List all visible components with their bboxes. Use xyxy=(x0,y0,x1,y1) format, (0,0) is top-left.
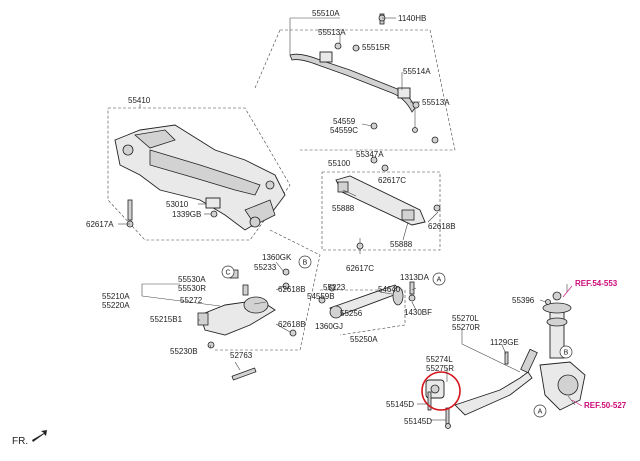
svg-text:A: A xyxy=(538,409,543,416)
label-55210A: 55210A xyxy=(102,292,130,301)
spring-seat xyxy=(243,296,269,314)
label-55347A: 55347A xyxy=(356,150,384,159)
label-54640: 54640 xyxy=(378,285,401,294)
label-55270R: 55270R xyxy=(452,323,480,332)
label-55223: 55223 xyxy=(323,283,346,292)
crossmember-group xyxy=(107,107,291,241)
label-1129GE: 1129GE xyxy=(490,338,519,347)
label-53010: 53010 xyxy=(166,200,189,209)
stabilizer-link xyxy=(412,127,418,133)
trailing-arm xyxy=(454,371,533,416)
label-55100: 55100 xyxy=(328,159,351,168)
label-54559: 54559 xyxy=(333,117,356,126)
label-55220A: 55220A xyxy=(102,301,130,310)
front-arrow-icon xyxy=(32,430,47,442)
ref-circle-c: C xyxy=(221,265,235,279)
ref-54-553: REF.54-553 xyxy=(575,279,618,288)
label-55510A: 55510A xyxy=(312,9,340,18)
label-55888-a: 55888 xyxy=(332,204,355,213)
upper-arm-group xyxy=(321,156,441,254)
label-55274L: 55274L xyxy=(426,355,453,364)
svg-text:B: B xyxy=(564,350,569,357)
label-55513A-mid: 55513A xyxy=(422,98,450,107)
label-62618B-a: 62618B xyxy=(278,285,306,294)
front-direction-indicator: FR. xyxy=(12,430,47,447)
ref-circle-a-2: A xyxy=(533,404,547,418)
label-55888-b: 55888 xyxy=(390,240,413,249)
label-55410: 55410 xyxy=(128,96,151,105)
label-55233: 55233 xyxy=(254,263,277,272)
ref-50-527: REF.50-527 xyxy=(584,401,627,410)
ref-circle-b-2: B xyxy=(559,345,573,359)
label-55230B: 55230B xyxy=(170,347,198,356)
stabilizer-bar xyxy=(289,53,416,113)
label-62617C-mid: 62617C xyxy=(346,264,374,273)
lower-arm-group xyxy=(197,229,321,381)
label-62618B-b: 62618B xyxy=(278,320,306,329)
carrier-group xyxy=(425,291,586,429)
label-1360GJ: 1360GJ xyxy=(315,322,343,331)
label-55250A: 55250A xyxy=(350,335,378,344)
label-55530A: 55530A xyxy=(178,275,206,284)
label-55515R: 55515R xyxy=(362,43,390,52)
label-1140HB: 1140HB xyxy=(398,14,426,23)
label-1360GK: 1360GK xyxy=(262,253,292,262)
ref-circle-a-1: A xyxy=(432,272,446,286)
label-52763: 52763 xyxy=(230,351,253,360)
label-55256: 55256 xyxy=(340,309,363,318)
label-55272: 55272 xyxy=(180,296,203,305)
front-label: FR. xyxy=(12,436,28,447)
label-1339GB: 1339GB xyxy=(172,210,201,219)
highlight-circle xyxy=(421,371,461,411)
label-62617C-top: 62617C xyxy=(378,176,406,185)
svg-text:A: A xyxy=(437,277,442,284)
label-1430BF: 1430BF xyxy=(404,308,432,317)
label-55215B1: 55215B1 xyxy=(150,315,183,324)
label-62617A: 62617A xyxy=(86,220,114,229)
svg-text:C: C xyxy=(225,270,230,277)
label-55270L: 55270L xyxy=(452,314,479,323)
ref-circle-b-1: B xyxy=(298,255,312,269)
stabilizer-bar-group xyxy=(254,13,456,151)
stabilizer-bushing-right xyxy=(397,87,411,99)
part-labels: 55510A 1140HB 55513A 55515R 55514A 55513… xyxy=(86,9,535,426)
label-54559B: 54559B xyxy=(307,292,335,301)
label-54559C: 54559C xyxy=(330,126,358,135)
label-55513A-top: 55513A xyxy=(318,28,346,37)
label-55530R: 55530R xyxy=(178,284,206,293)
label-55514A: 55514A xyxy=(403,67,431,76)
svg-text:B: B xyxy=(303,260,308,267)
stabilizer-bushing-top xyxy=(319,51,333,63)
label-55145D-a: 55145D xyxy=(386,400,414,409)
label-55396: 55396 xyxy=(512,296,535,305)
label-55145D-b: 55145D xyxy=(404,417,432,426)
ref-callouts: REF.54-553 REF.50-527 xyxy=(562,279,627,410)
label-1313DA: 1313DA xyxy=(400,273,430,282)
label-55275R: 55275R xyxy=(426,364,454,373)
label-62618B: 62618B xyxy=(428,222,456,231)
